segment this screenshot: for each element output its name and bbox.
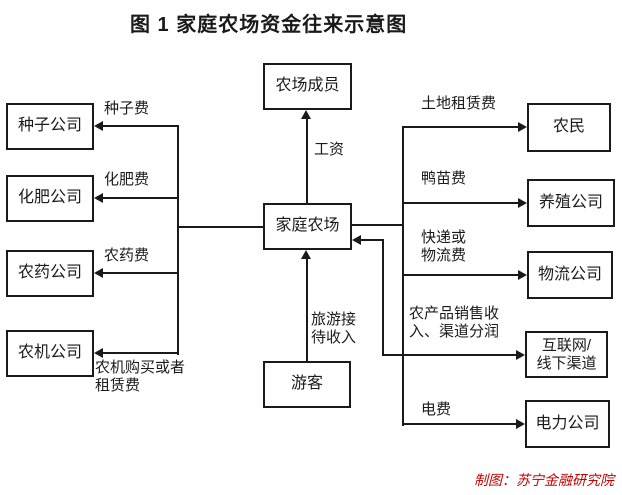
arrow-courier-fee-line xyxy=(404,274,518,276)
arrow-channels-line xyxy=(382,354,518,356)
edge-label-duckling-fee: 鸭苗费 xyxy=(421,170,467,187)
farm-to-right-spine-line xyxy=(352,224,404,226)
arrowhead-electricity-fee-icon xyxy=(516,419,525,429)
right-spine-line xyxy=(402,126,404,426)
node-farmers: 农民 xyxy=(527,103,611,152)
node-logistics-company: 物流公司 xyxy=(527,251,613,299)
arrow-land-rent-line xyxy=(404,126,518,128)
arrowhead-duckling-fee-icon xyxy=(518,198,527,208)
sales-income-return-horizontal-line xyxy=(361,239,384,241)
edge-label-pesticide-fee: 农药费 xyxy=(104,247,150,264)
credit-text: 制图：苏宁金融研究院 xyxy=(474,472,614,488)
edge-label-fertilizer-fee: 化肥费 xyxy=(104,171,150,188)
arrow-machinery-fee-line xyxy=(103,352,179,354)
arrowhead-machinery-fee-icon xyxy=(94,348,103,358)
edge-label-tourism-income: 旅游接 待收入 xyxy=(311,311,357,346)
node-power-company: 电力公司 xyxy=(525,400,610,448)
arrow-wages-line xyxy=(306,118,308,204)
edge-label-machinery-fee: 农机购买或者 租赁费 xyxy=(95,359,186,394)
node-pesticide-company: 农药公司 xyxy=(6,250,94,297)
left-spine-line xyxy=(177,125,179,355)
edge-label-courier-fee: 快递或 物流费 xyxy=(421,229,467,264)
node-machinery-company: 农机公司 xyxy=(6,330,94,377)
arrow-duckling-fee-line xyxy=(404,202,518,204)
arrow-tourism-income-line xyxy=(306,258,308,362)
arrowhead-pesticide-fee-icon xyxy=(94,268,103,278)
arrow-seed-fee-line xyxy=(103,125,179,127)
edge-label-seed-fee: 种子费 xyxy=(104,100,150,117)
edge-label-wages: 工资 xyxy=(314,141,345,158)
node-farm-members: 农场成员 xyxy=(263,63,352,110)
arrow-fertilizer-fee-line xyxy=(103,197,179,199)
arrowhead-tourism-income-icon xyxy=(301,250,311,259)
arrow-electricity-fee-line xyxy=(404,423,518,425)
node-tourists: 游客 xyxy=(263,361,351,408)
farm-to-left-spine-line xyxy=(179,226,263,228)
node-breeding-company: 养殖公司 xyxy=(527,179,615,227)
arrowhead-sales-income-icon xyxy=(352,235,361,245)
node-family-farm: 家庭农场 xyxy=(263,203,352,250)
edge-label-electricity-fee: 电费 xyxy=(421,401,452,418)
node-seed-company: 种子公司 xyxy=(6,103,94,150)
sales-income-return-vertical-line xyxy=(382,239,384,356)
node-fertilizer-company: 化肥公司 xyxy=(6,175,94,222)
edge-label-land-rent-fee: 土地租赁费 xyxy=(421,95,497,112)
arrowhead-channels-icon xyxy=(516,350,525,360)
node-internet-offline-channels: 互联网/ 线下渠道 xyxy=(525,331,608,378)
arrowhead-courier-fee-icon xyxy=(518,270,527,280)
edge-label-sales-income: 农产品销售收 入、渠道分润 xyxy=(409,305,500,340)
figure-title: 图 1 家庭农场资金往来示意图 xyxy=(130,14,408,36)
arrowhead-seed-fee-icon xyxy=(94,121,103,131)
arrowhead-fertilizer-fee-icon xyxy=(94,193,103,203)
arrowhead-wages-icon xyxy=(301,110,311,119)
arrow-pesticide-fee-line xyxy=(103,272,179,274)
arrowhead-land-rent-icon xyxy=(518,122,527,132)
